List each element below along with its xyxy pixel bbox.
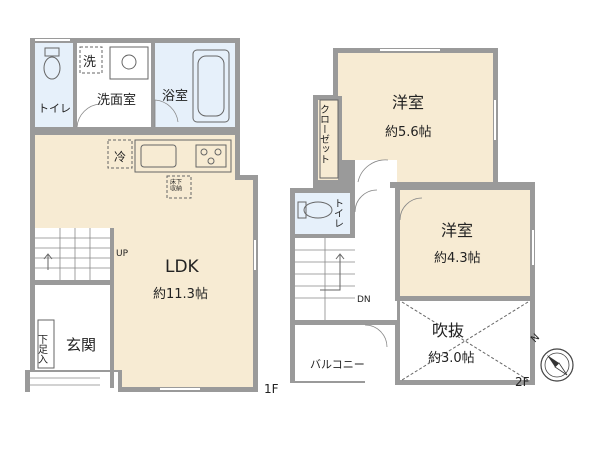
stove-icon xyxy=(195,144,227,168)
wall-entrance-ldk xyxy=(110,228,114,388)
stair-2f-icon xyxy=(295,238,355,320)
western-room-2-floor xyxy=(400,190,530,297)
bathtub-inner-icon xyxy=(197,55,225,117)
label-void: 吹抜 xyxy=(432,321,464,340)
label-shoe-storage: 下足入 xyxy=(36,334,48,364)
kitchen-counter-icon xyxy=(134,139,232,173)
label-toilet-1f: トイレ xyxy=(38,102,71,115)
label-washer: 洗 xyxy=(83,55,96,70)
wall-toilet-washroom xyxy=(73,43,77,129)
wall-toilet-stair xyxy=(293,234,355,238)
stair-1f-floor xyxy=(35,228,110,280)
label-entrance: 玄関 xyxy=(66,336,96,354)
label-western-2-size: 約4.3帖 xyxy=(434,251,481,266)
washroom-door-arc-icon xyxy=(76,103,101,128)
balcony-floor xyxy=(295,325,390,381)
burner-2-icon xyxy=(214,148,222,156)
western-room-1-floor xyxy=(338,53,493,190)
label-balcony: バルコニー xyxy=(310,358,365,371)
toilet-bowl-1f-icon xyxy=(43,56,61,80)
bathtub-icon xyxy=(192,49,230,123)
toilet-bowl-2f-icon xyxy=(303,201,333,219)
wall-room2-void xyxy=(395,296,535,301)
ldk-floor xyxy=(35,135,253,387)
label-fridge: 冷 xyxy=(114,150,126,164)
label-storage-1: 床下収納 xyxy=(170,178,182,193)
floor-2-plan xyxy=(290,48,535,385)
washer-space-icon xyxy=(79,46,103,74)
label-closet: クローゼット xyxy=(318,104,330,164)
wall-room1-room2 xyxy=(390,182,498,188)
label-floor-1: 1F xyxy=(264,382,279,396)
label-stair-dn: DN xyxy=(357,295,371,305)
bathroom-floor xyxy=(155,43,235,127)
wall-washroom-bath xyxy=(151,43,155,129)
wall-hall-room2 xyxy=(395,186,400,300)
wall-stair-entrance xyxy=(33,280,113,284)
wall-closet xyxy=(338,96,342,184)
balcony-door-arc-icon xyxy=(364,324,388,348)
label-washroom: 洗面室 xyxy=(97,92,136,108)
compass-icon xyxy=(540,348,574,382)
label-ldk-size: 約11.3帖 xyxy=(153,287,208,302)
bath-door-arc-icon xyxy=(154,99,179,127)
toilet-2f-floor xyxy=(295,193,350,235)
void-floor xyxy=(400,300,530,380)
wall-wet-area-ldk xyxy=(35,127,235,132)
label-void-size: 約3.0帖 xyxy=(428,351,475,366)
label-toilet-2f: トイレ xyxy=(332,198,344,228)
kitchen-sink-icon xyxy=(140,144,177,168)
burner-1-icon xyxy=(200,148,208,156)
toilet-tank-2f-icon xyxy=(297,201,307,219)
fridge-space-icon xyxy=(107,139,133,169)
underfloor-storage-icon xyxy=(166,175,192,199)
label-stair-up: UP xyxy=(116,249,129,259)
room1-door-arc-icon xyxy=(357,159,389,183)
closet-floor xyxy=(318,100,340,180)
room2-door-arc-icon xyxy=(399,197,423,221)
label-western-1: 洋室 xyxy=(392,93,424,112)
label-western-1-size: 約5.6帖 xyxy=(385,125,432,140)
burner-3-icon xyxy=(207,157,215,165)
porch-floor xyxy=(30,372,100,392)
wall-toilet-hall xyxy=(350,188,355,238)
label-bath: 浴室 xyxy=(162,88,188,104)
wash-basin-icon xyxy=(109,46,149,80)
entrance-floor xyxy=(35,285,110,370)
wall-balcony xyxy=(290,320,400,325)
label-western-2: 洋室 xyxy=(441,221,473,240)
label-ldk: LDK xyxy=(165,257,200,277)
stair-1f-icon xyxy=(35,228,110,280)
shoe-storage-icon xyxy=(37,319,55,369)
floor-1-plan xyxy=(25,38,258,392)
sink-bowl-icon xyxy=(121,54,137,70)
toilet2-door-arc-icon xyxy=(354,189,378,213)
toilet-tank-1f-icon xyxy=(44,47,60,57)
closet-door-icon xyxy=(319,99,339,179)
washroom-floor xyxy=(76,43,151,127)
label-floor-2: 2F xyxy=(515,375,530,389)
